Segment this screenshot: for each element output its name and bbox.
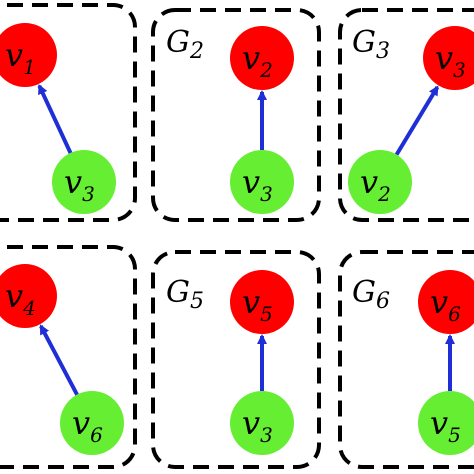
target-node: [0, 264, 57, 328]
source-node-subscript: 3: [260, 423, 273, 447]
panel-label-var: G: [352, 25, 376, 60]
panel-label: G2: [166, 25, 204, 64]
panel-label: G3: [352, 25, 390, 64]
target-node: [230, 270, 294, 334]
directed-edge: [37, 84, 73, 154]
panel-border: [151, 250, 321, 469]
source-node-label: v6: [72, 404, 103, 447]
source-node-var: v: [72, 404, 90, 442]
source-node-label: v3: [64, 163, 95, 206]
target-node-subscript: 3: [453, 58, 466, 82]
target-node: [423, 26, 474, 90]
panel-label-subscript: 2: [189, 39, 204, 64]
target-node-label: v1: [5, 36, 36, 79]
target-node-label: v5: [242, 283, 273, 326]
source-node-subscript: 2: [377, 182, 391, 206]
source-node: [348, 150, 412, 214]
directed-edge: [39, 324, 79, 396]
source-node: [230, 150, 294, 214]
source-node-subscript: 6: [90, 423, 103, 447]
source-node-label: v2: [360, 163, 391, 206]
target-node-var: v: [242, 39, 260, 77]
panel-border: [338, 250, 474, 469]
panel-label-subscript: 3: [376, 39, 390, 64]
target-node-var: v: [5, 36, 23, 74]
target-node-label: v6: [430, 283, 461, 326]
directed-edge: [394, 85, 440, 156]
panel-label-subscript: 5: [190, 289, 204, 314]
source-node-var: v: [242, 404, 260, 442]
source-node-label: v3: [242, 163, 273, 206]
target-node-label: v2: [242, 39, 273, 82]
source-node-var: v: [64, 163, 82, 201]
panel-label-var: G: [352, 275, 376, 310]
source-node-var: v: [430, 404, 448, 442]
target-node-var: v: [242, 283, 260, 321]
source-node-label: v5: [430, 404, 461, 447]
source-node: [52, 150, 116, 214]
source-node-subscript: 3: [260, 182, 273, 206]
panel-label: G5: [166, 275, 204, 314]
panel-border: [0, 3, 137, 222]
panel-border: [338, 8, 474, 222]
target-node-label: v3: [435, 39, 466, 82]
target-node-subscript: 5: [260, 302, 273, 326]
target-node-subscript: 1: [23, 55, 36, 79]
source-node: [60, 391, 124, 455]
source-node-subscript: 3: [82, 182, 95, 206]
target-node-subscript: 4: [22, 296, 36, 320]
panel-label: G6: [352, 275, 390, 314]
target-node-subscript: 6: [448, 302, 461, 326]
target-node-var: v: [430, 283, 448, 321]
target-node: [418, 270, 474, 334]
target-node: [230, 26, 294, 90]
source-node: [418, 391, 474, 455]
panel-border: [0, 245, 137, 469]
panel-border: [151, 8, 321, 222]
panel-label-subscript: 6: [376, 289, 390, 314]
source-node-var: v: [360, 163, 378, 201]
target-node: [0, 23, 57, 87]
source-node-var: v: [242, 163, 260, 201]
target-node-var: v: [435, 39, 453, 77]
source-node-subscript: 5: [448, 423, 461, 447]
panel-label-var: G: [166, 25, 190, 60]
target-node-label: v4: [5, 277, 36, 320]
source-node: [230, 391, 294, 455]
panel-label-var: G: [166, 275, 190, 310]
target-node-subscript: 2: [259, 58, 273, 82]
source-node-label: v3: [242, 404, 273, 447]
target-node-var: v: [5, 277, 23, 315]
